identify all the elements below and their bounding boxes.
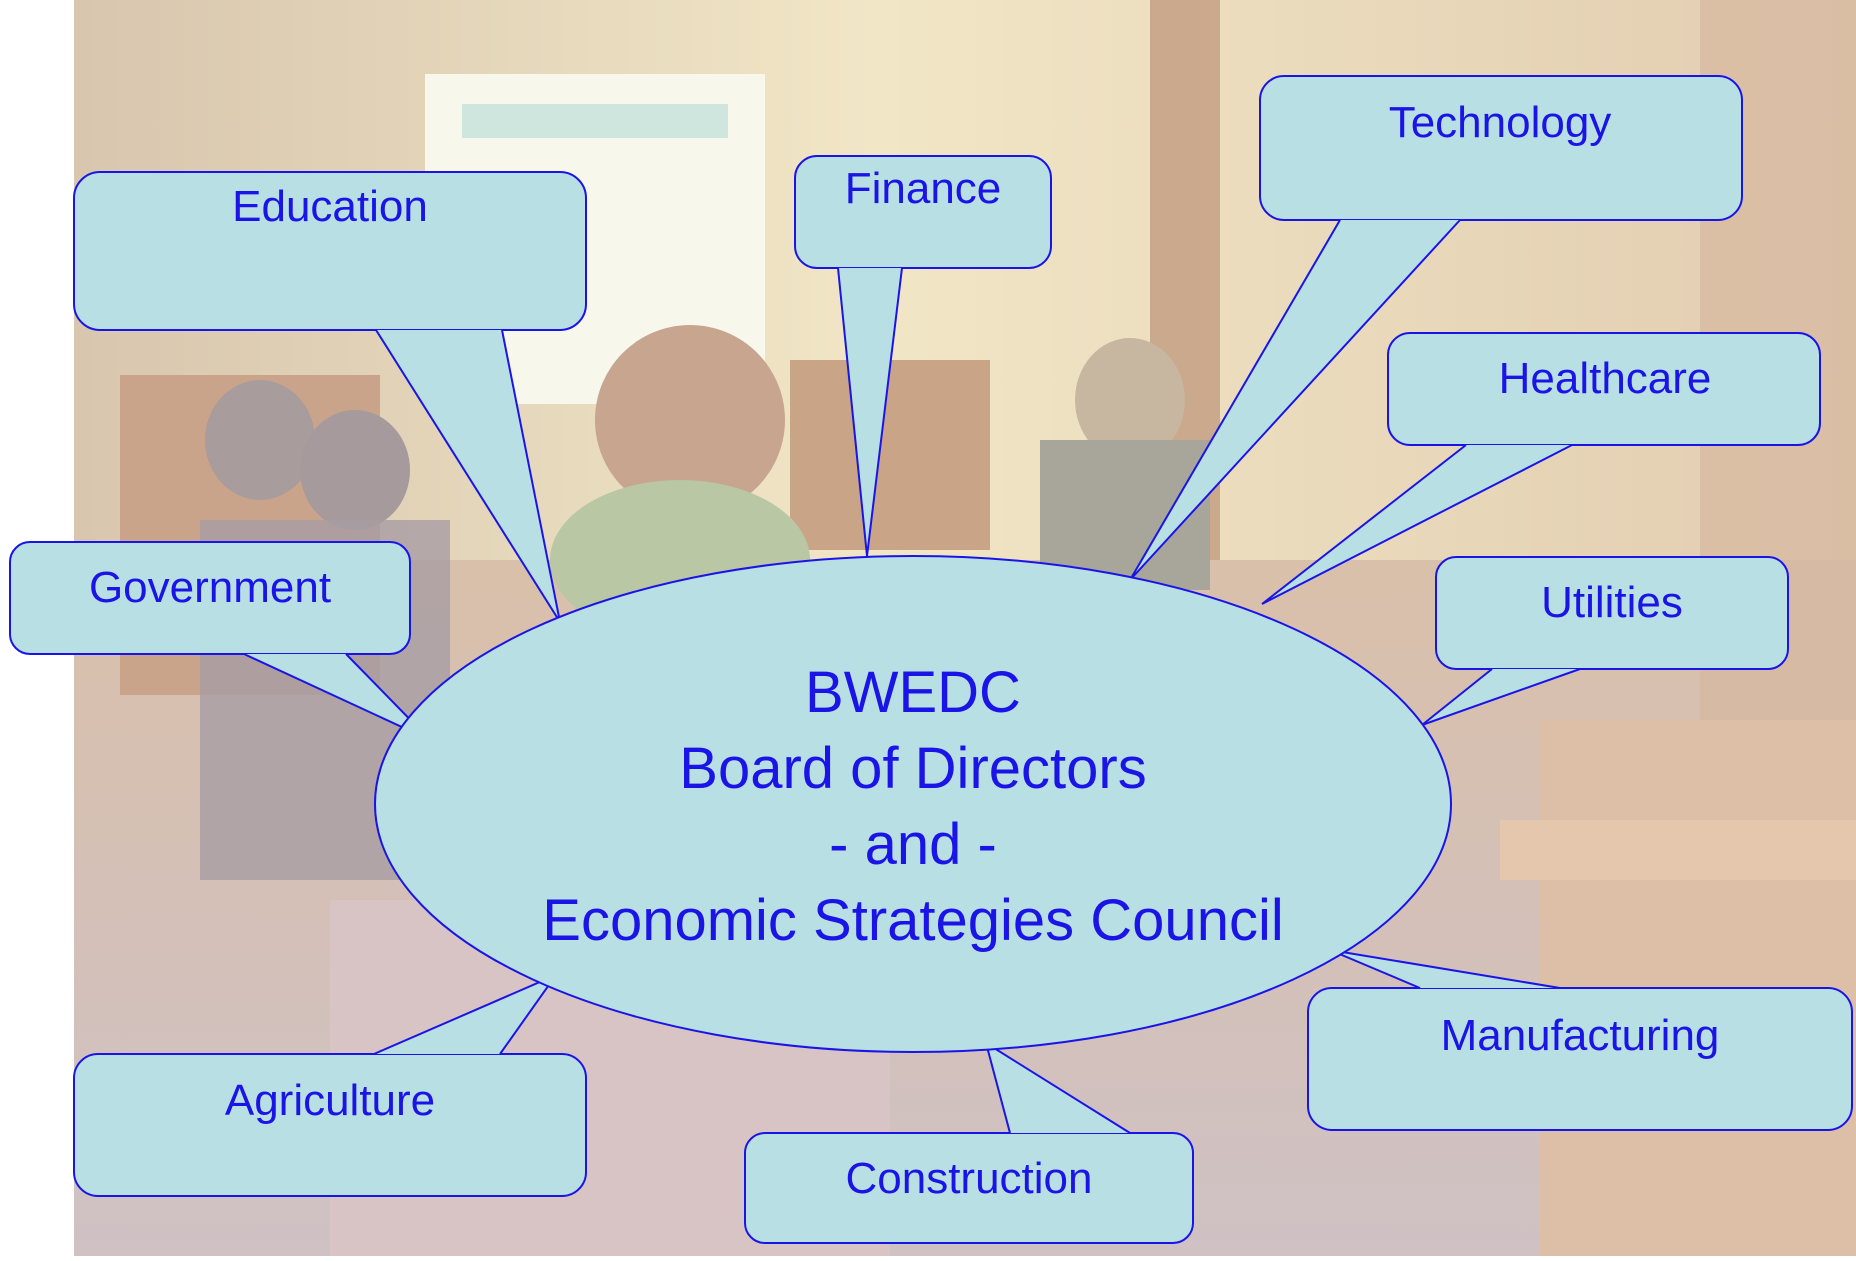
callout-manufacturing: Manufacturing: [1307, 949, 1853, 1131]
callout-label-agriculture: Agriculture: [225, 1076, 435, 1125]
center-line-1: BWEDC: [805, 660, 1021, 725]
callout-label-education: Education: [232, 182, 428, 231]
callout-healthcare: Healthcare: [1261, 332, 1821, 605]
callout-utilities: Utilities: [1421, 556, 1789, 726]
center-line-2: Board of Directors: [679, 736, 1146, 801]
callout-education: Education: [73, 171, 587, 623]
callout-label-finance: Finance: [845, 164, 1002, 213]
center-line-3: - and -: [829, 812, 997, 877]
callout-label-government: Government: [89, 563, 331, 612]
center-node: BWEDC Board of Directors - and - Economi…: [374, 555, 1452, 1053]
callout-label-construction: Construction: [845, 1154, 1092, 1203]
callout-government: Government: [9, 541, 431, 741]
callout-label-healthcare: Healthcare: [1499, 354, 1712, 403]
callout-label-manufacturing: Manufacturing: [1441, 1011, 1720, 1060]
callout-agriculture: Agriculture: [73, 972, 587, 1197]
callout-label-utilities: Utilities: [1541, 578, 1683, 627]
callout-label-technology: Technology: [1389, 98, 1612, 147]
callout-technology: Technology: [1129, 75, 1743, 581]
center-line-4: Economic Strategies Council: [542, 888, 1283, 953]
callout-construction: Construction: [744, 1040, 1194, 1244]
